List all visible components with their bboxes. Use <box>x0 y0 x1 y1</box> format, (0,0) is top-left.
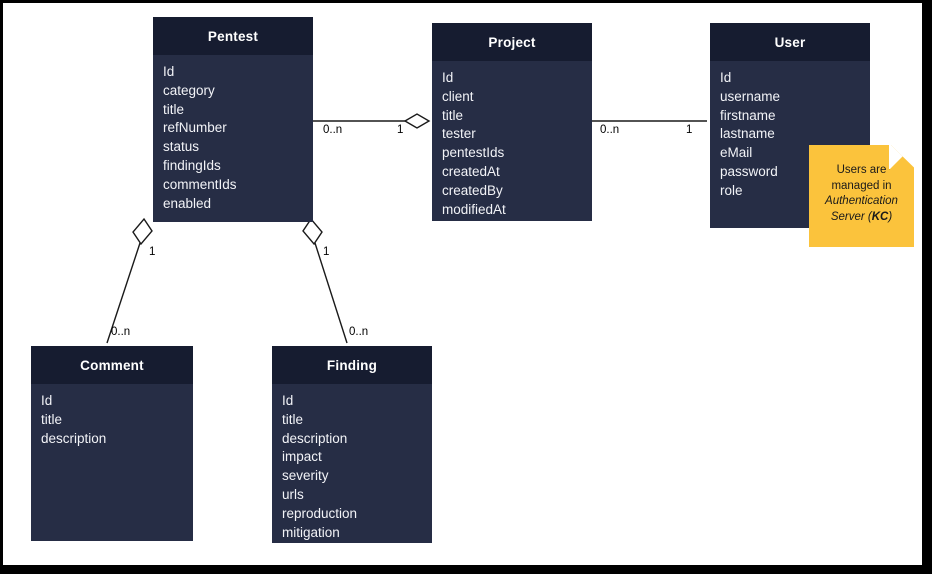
attribute-item: role <box>720 182 743 198</box>
attribute-item: status <box>163 139 200 155</box>
aggregation-diamond-icon <box>302 217 323 246</box>
class-attributes-comment: Id title description <box>31 384 193 454</box>
class-title-user: User <box>710 23 870 61</box>
attribute-item: description <box>41 430 107 446</box>
attribute-item: title <box>282 411 304 427</box>
attribute-item: Id <box>41 393 53 408</box>
attribute-item: modifiedAt <box>442 201 506 217</box>
attribute-item: Id <box>163 64 175 79</box>
multiplicity-pentest-project-target: 1 <box>397 124 404 136</box>
note-line-4-prefix: Server ( <box>830 210 872 223</box>
aggregation-diamond-icon <box>403 113 431 129</box>
attribute-item: category <box>163 82 215 98</box>
multiplicity-pentest-finding-source: 1 <box>323 246 330 258</box>
note-line-1: Users are <box>836 164 887 176</box>
class-title-pentest: Pentest <box>153 17 313 55</box>
multiplicity-project-user-target: 1 <box>686 124 693 136</box>
attribute-item: client <box>442 88 474 104</box>
multiplicity-pentest-project-source: 0..n <box>323 124 343 136</box>
attribute-item: urls <box>282 486 304 502</box>
class-title-finding: Finding <box>272 346 432 384</box>
attribute-item: impact <box>282 449 322 465</box>
class-box-pentest[interactable]: Pentest Id category title refNumber stat… <box>153 17 313 222</box>
note-line-4: Server (KC) <box>815 210 908 226</box>
multiplicity-pentest-comment-source: 1 <box>149 246 156 258</box>
attribute-item: firstname <box>720 107 776 123</box>
attribute-item: mitigation <box>282 524 340 540</box>
class-title-comment: Comment <box>31 346 193 384</box>
attribute-item: title <box>442 107 464 123</box>
class-attributes-pentest: Id category title refNumber status findi… <box>153 55 313 219</box>
attribute-item: severity <box>282 468 329 484</box>
attribute-item: tester <box>442 126 476 142</box>
class-attributes-user: Id username firstname lastname eMail pas… <box>710 61 870 207</box>
attribute-item: lastname <box>720 126 775 142</box>
note-line-2: managed in <box>831 179 892 192</box>
class-attributes-project: Id client title tester pentestIds create… <box>432 61 592 225</box>
sticky-note[interactable]: Users are managed in Authentication Serv… <box>809 145 914 247</box>
attribute-item: enabled <box>163 195 212 211</box>
attribute-item: eMail <box>720 145 753 161</box>
attribute-item: username <box>720 88 781 104</box>
attribute-item: createdBy <box>442 182 503 198</box>
attribute-item: password <box>720 163 778 179</box>
multiplicity-pentest-finding-target: 0..n <box>349 326 369 338</box>
attribute-item: findingIds <box>163 157 221 173</box>
attribute-item: title <box>163 101 185 117</box>
class-box-project[interactable]: Project Id client title tester pentestId… <box>432 23 592 221</box>
attribute-item: reproduction <box>282 505 358 521</box>
class-box-comment[interactable]: Comment Id title description <box>31 346 193 541</box>
attribute-item: pentestIds <box>442 145 505 161</box>
attribute-item: Id <box>442 70 454 85</box>
attribute-item: createdAt <box>442 163 500 179</box>
relation-pentest-comment <box>106 217 153 344</box>
relation-pentest-finding <box>302 217 348 344</box>
multiplicity-project-user-source: 0..n <box>600 124 620 136</box>
attribute-item: Id <box>720 70 732 85</box>
class-box-finding[interactable]: Finding Id title description impact seve… <box>272 346 432 543</box>
diagram-canvas: 0..n 1 0..n 1 1 0..n 1 0..n Pentest Id c… <box>3 3 922 565</box>
class-title-project: Project <box>432 23 592 61</box>
attribute-item: title <box>41 411 63 427</box>
class-attributes-finding: Id title description impact severity url… <box>272 384 432 548</box>
note-line-4-suffix: ) <box>888 210 893 223</box>
aggregation-diamond-icon <box>132 217 153 246</box>
note-line-3: Authentication <box>825 195 898 207</box>
attribute-item: refNumber <box>163 120 227 136</box>
attribute-item: Id <box>282 393 294 408</box>
attribute-item: description <box>282 430 348 446</box>
multiplicity-pentest-comment-target: 0..n <box>111 326 131 338</box>
note-line-4-strong: KC <box>871 210 889 223</box>
attribute-item: commentIds <box>163 176 237 192</box>
